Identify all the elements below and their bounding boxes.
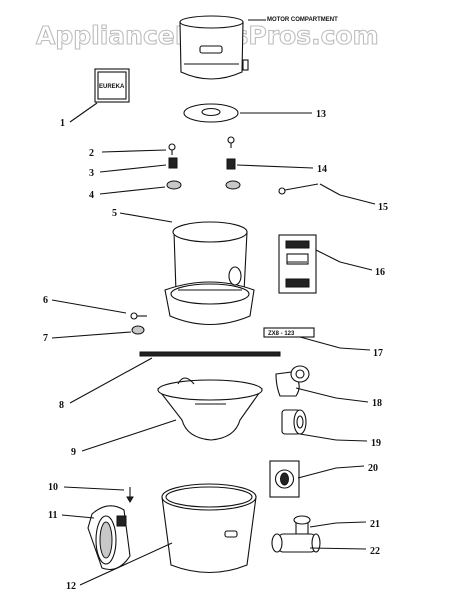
part-13-gasket [183, 103, 239, 123]
callout-5: 5 [112, 208, 117, 219]
part-1-nameplate: EUREKA [94, 68, 130, 103]
part-18-elbow [275, 365, 310, 397]
part-2-screw-left [168, 143, 176, 155]
part-2-screw-right [227, 136, 235, 148]
callout-11: 11 [48, 510, 57, 521]
part-9-filter-bag [157, 377, 263, 441]
part-6-latch-screw [130, 312, 147, 320]
callout-2: 2 [89, 148, 94, 159]
part-15-bolt [278, 183, 319, 195]
part-14-nut-right [226, 158, 236, 170]
callout-20: 20 [368, 463, 378, 474]
part-5-canister [164, 221, 255, 326]
part-17-label-strip: ZX8 - 123 [263, 327, 315, 338]
callout-17: 17 [373, 348, 383, 359]
callout-21: 21 [370, 519, 380, 530]
part-16-switch-plate [278, 234, 317, 294]
callout-14: 14 [317, 164, 327, 175]
callout-6: 6 [43, 295, 48, 306]
callout-15: 15 [378, 202, 388, 213]
callout-7: 7 [43, 333, 48, 344]
part-10-screw [126, 487, 134, 503]
callout-3: 3 [89, 168, 94, 179]
nameplate-text: EUREKA [99, 84, 125, 90]
callout-16: 16 [375, 267, 385, 278]
part-11-exhaust-filter [87, 505, 131, 571]
callout-10: 10 [48, 482, 58, 493]
part-3-nut-left [168, 157, 178, 169]
callout-4: 4 [89, 190, 94, 201]
part-7-washer [131, 325, 145, 335]
callout-12: 12 [66, 581, 76, 592]
part-20-inlet-plate [269, 460, 300, 498]
part-21-22-tee-fitting [271, 515, 321, 553]
part-12-bucket [161, 483, 257, 573]
callout-9: 9 [71, 447, 76, 458]
callout-1: 1 [60, 118, 65, 129]
callout-22: 22 [370, 546, 380, 557]
callout-19: 19 [371, 438, 381, 449]
part-4-washer-left [166, 180, 182, 190]
callout-18: 18 [372, 398, 382, 409]
part-8-seal-strip [139, 351, 281, 357]
label-strip-text: ZX8 - 123 [268, 331, 295, 337]
motor-compartment-label: MOTOR COMPARTMENT [267, 17, 338, 23]
callout-8: 8 [59, 400, 64, 411]
part-4-washer-right [225, 180, 241, 190]
motor-compartment [179, 15, 249, 80]
part-19-coupling [281, 409, 307, 435]
callout-13: 13 [316, 109, 326, 120]
